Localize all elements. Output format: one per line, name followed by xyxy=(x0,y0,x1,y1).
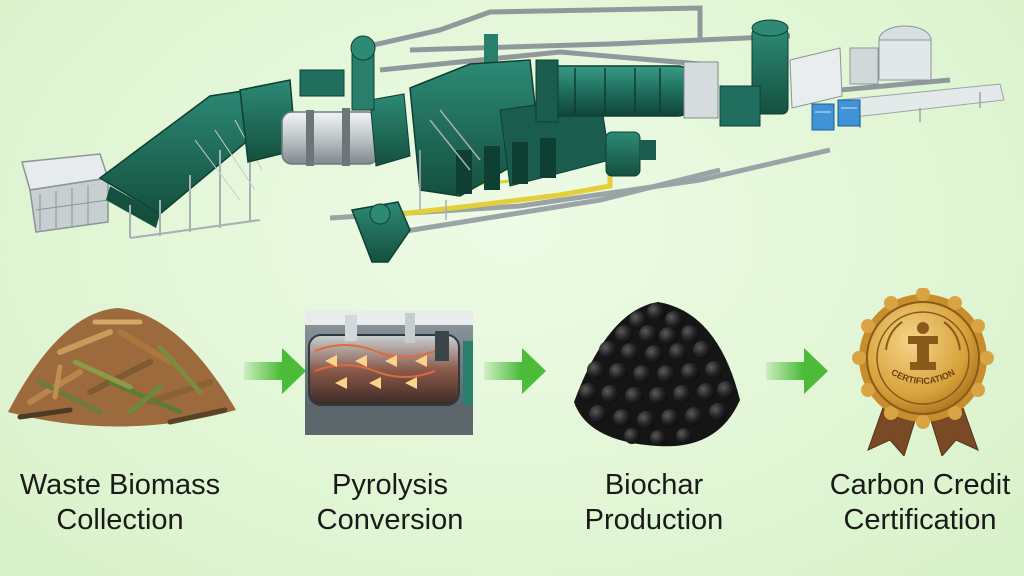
step-label-waste-biomass: Waste Biomass Collection xyxy=(0,468,240,538)
biochar-pile-icon xyxy=(574,302,740,447)
pyrolysis-reactor xyxy=(409,59,611,220)
step-label-line: Carbon Credit xyxy=(829,469,1011,501)
wood-chips-pile-icon xyxy=(8,308,236,427)
step-label-line: Conversion xyxy=(316,504,464,536)
step-label-line: Biochar xyxy=(604,469,704,501)
feed-hopper xyxy=(21,153,109,233)
step-label-pyrolysis: Pyrolysis Conversion xyxy=(270,468,510,538)
step-label-line: Certification xyxy=(843,504,997,536)
overhead-pipes xyxy=(359,5,951,93)
step-label-biochar: Biochar Production xyxy=(534,468,774,538)
step-label-line: Pyrolysis xyxy=(331,469,448,501)
gas-filter-unit xyxy=(605,131,656,177)
right-arrow-icon xyxy=(766,348,828,394)
step-label-line: Production xyxy=(584,504,724,536)
pyrolysis-kiln-photo xyxy=(305,311,473,435)
certification-medal-icon: CERTIFICATION xyxy=(852,288,994,456)
condenser-column xyxy=(719,19,789,127)
blue-cooling-units xyxy=(811,99,861,131)
step-label-line: Collection xyxy=(56,504,184,536)
biochar-discharge-hopper xyxy=(350,201,411,263)
step-label-carbon-credit: Carbon Credit Certification xyxy=(800,468,1024,538)
step-label-line: Waste Biomass xyxy=(19,469,221,501)
right-arrow-icon xyxy=(244,348,306,394)
green-kiln-drum xyxy=(535,59,719,123)
pyrolysis-plant-illustration xyxy=(21,5,1005,263)
rotary-dryer-drum xyxy=(281,93,411,167)
cyclone-stack xyxy=(350,34,498,111)
right-arrow-icon xyxy=(484,348,546,394)
storage-tanks xyxy=(789,25,1005,128)
